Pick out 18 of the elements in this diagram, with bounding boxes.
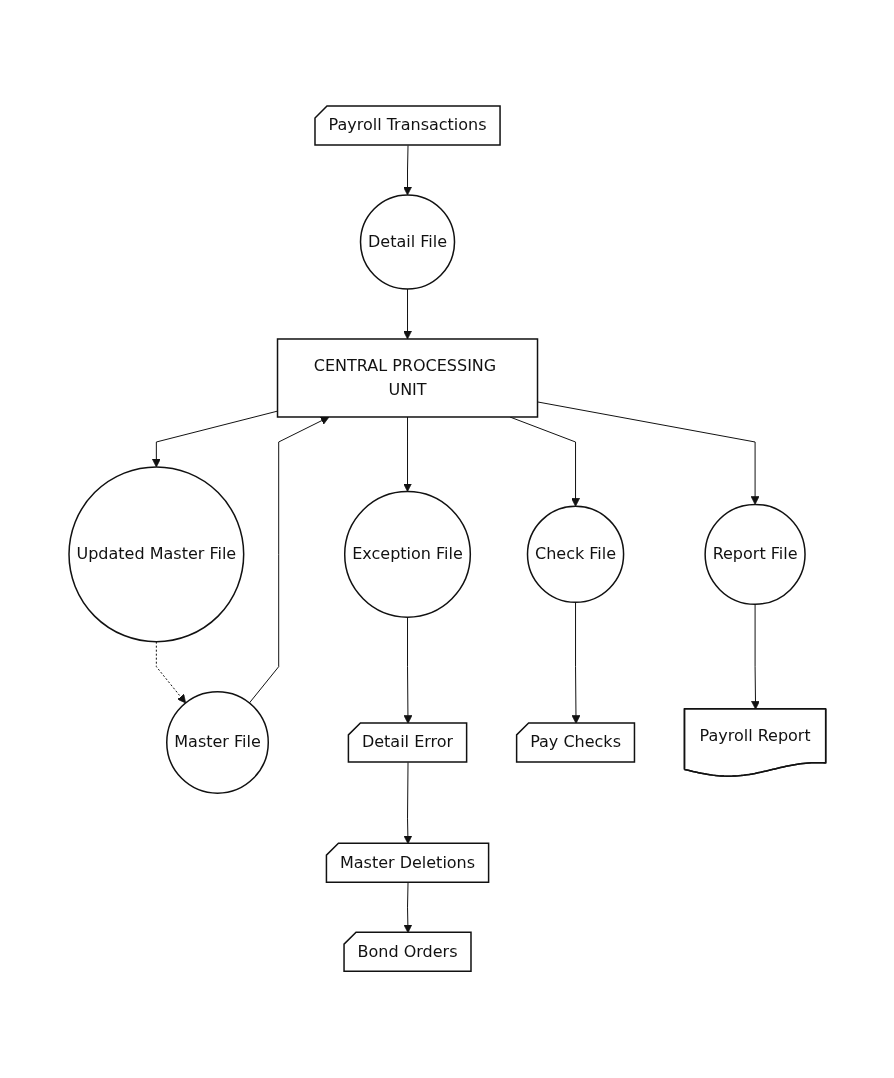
node-circle: Exception File [343,491,471,619]
arrow [402,145,412,196]
node-circle: Detail File [359,194,455,291]
node-circle: Check File [526,505,624,604]
arrow [571,602,580,725]
arrow [155,641,186,704]
node-circle: Updated Master File [67,466,245,643]
arrow [402,288,412,340]
arrow [403,762,412,845]
node-circle: Master File [165,691,269,795]
node-box: CENTRAL PROCESSING UNIT [276,338,538,419]
node-circle: Report File [704,504,806,606]
arrow [750,604,760,710]
arrow [403,882,412,934]
arrow [248,417,330,704]
arrow [151,411,278,468]
arrow [403,617,412,725]
arrow [402,416,412,493]
